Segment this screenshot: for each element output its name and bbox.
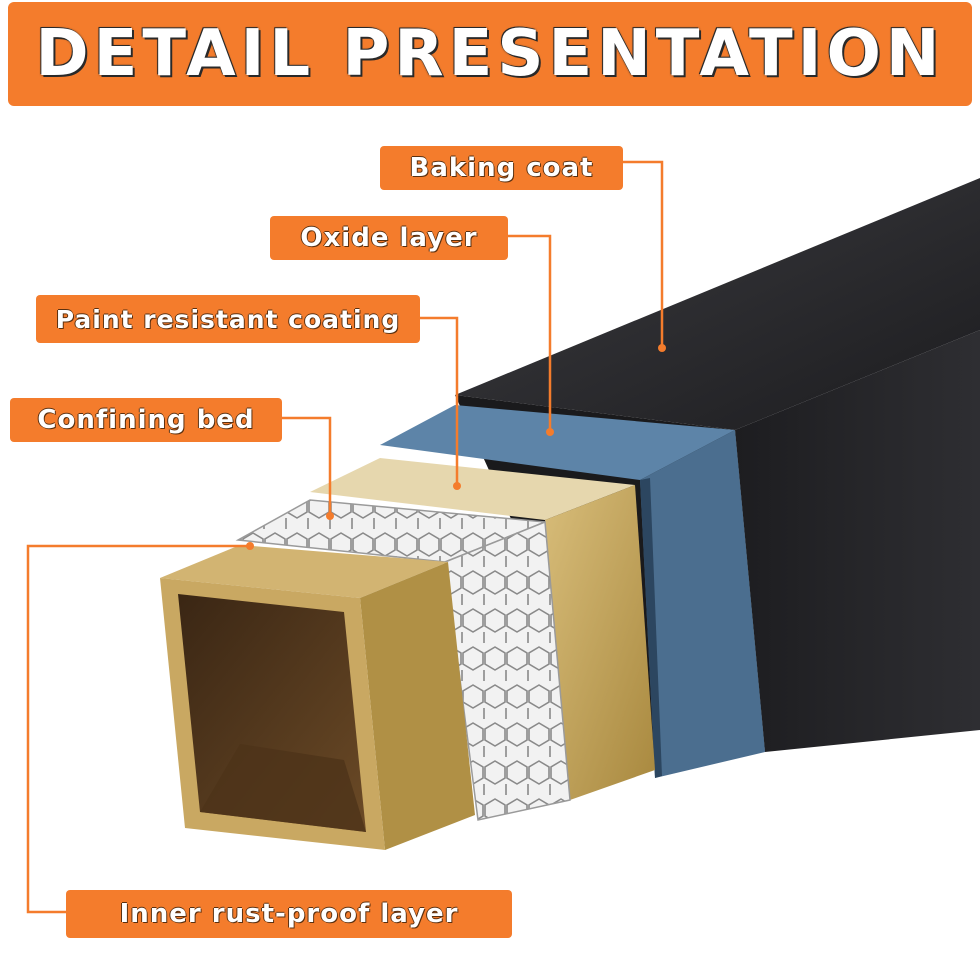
title-banner: DETAIL PRESENTATION [8,2,972,106]
leader-line-inner-layer [26,544,250,914]
paint-coating-layer [310,458,655,800]
leader-dots [246,344,666,550]
dot-confining-bed [326,512,334,520]
oxide-layer [380,405,765,778]
leader-line-paint-coating [420,316,459,486]
dot-oxide-layer [546,428,554,436]
label-baking-coat: Baking coat [380,146,623,190]
dot-paint-coating [453,482,461,490]
leader-line-confining-bed [282,416,332,516]
leader-line-baking-coat [622,160,664,348]
label-paint-resistant-coating: Paint resistant coating [36,295,420,343]
inner-rust-proof-layer [160,545,475,850]
label-oxide-layer: Oxide layer [270,216,508,260]
page-title: DETAIL PRESENTATION [35,17,945,91]
confining-bed-layer [235,499,571,821]
label-inner-rust-proof-layer: Inner rust-proof layer [66,890,512,938]
label-confining-bed: Confining bed [10,398,282,442]
dot-baking-coat [658,344,666,352]
dot-inner-layer [246,542,254,550]
leader-lines [26,160,664,914]
leader-line-oxide-layer [508,234,552,432]
